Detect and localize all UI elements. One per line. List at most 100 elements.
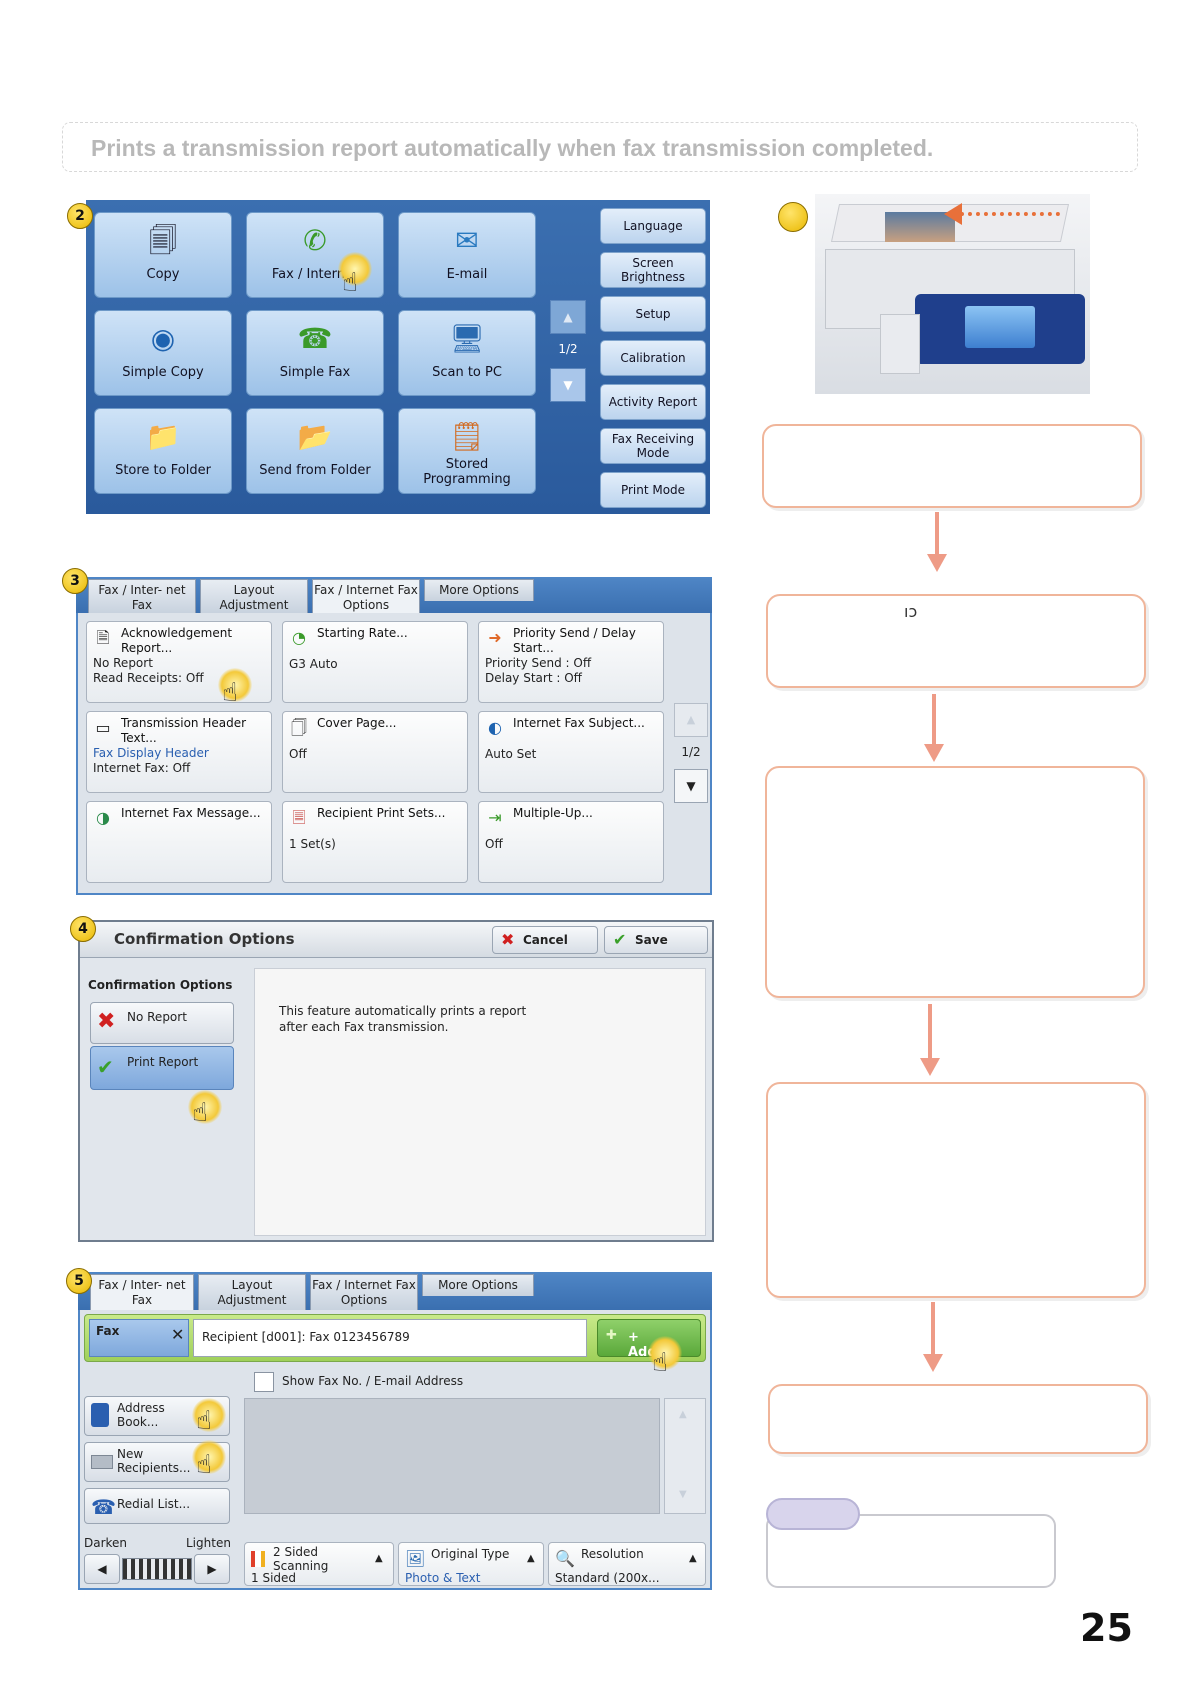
feature-value: Fax Display Header xyxy=(93,746,209,760)
multiple-up-button[interactable]: ⇥ Multiple-Up... Off xyxy=(478,801,664,883)
resolution-title: Resolution xyxy=(581,1547,644,1561)
options-page-up-button[interactable]: ▲ xyxy=(674,703,708,737)
redial-list-label: Redial List... xyxy=(117,1497,191,1511)
confirmation-dialog: Confirmation Options ✖ Cancel ✔ Save Con… xyxy=(78,920,714,1242)
tap-burst-icon xyxy=(648,1336,682,1370)
fax-mode-button[interactable]: Fax xyxy=(89,1319,189,1357)
calibration-button[interactable]: Calibration xyxy=(600,340,706,376)
internet-fax-message-button[interactable]: ◑ Internet Fax Message... xyxy=(86,801,272,883)
simple-copy-icon: ◉ xyxy=(150,322,176,355)
tab-fax-internet-fax[interactable]: Fax / Inter- net Fax xyxy=(90,1274,194,1310)
tab-fax-internet-fax-options[interactable]: Fax / Internet Fax Options xyxy=(310,1274,418,1310)
send-folder-icon: 📂 xyxy=(297,420,333,453)
options-tab-bar: Fax / Inter- net Fax Layout Adjustment F… xyxy=(76,577,712,613)
note-tag xyxy=(766,1498,860,1530)
save-check-icon: ✔ xyxy=(613,930,627,949)
fax-panel: Fax ✕ Recipient [d001]: Fax 0123456789 ✚… xyxy=(78,1310,712,1590)
acknowledgement-report-button[interactable]: 🗎 Acknowledgement Report... No Report Re… xyxy=(86,621,272,703)
tab-more-options[interactable]: More Options xyxy=(422,1274,534,1296)
feature-value: Priority Send : Off xyxy=(485,656,592,670)
fax-internet-label: Fax / Internet xyxy=(271,267,359,282)
flow-arrow-2-line xyxy=(932,694,936,744)
simple-copy-button[interactable]: ◉ Simple Copy xyxy=(94,310,232,396)
cancel-button[interactable]: ✖ Cancel xyxy=(492,926,598,954)
original-type-button[interactable]: 🖼 Original Type Photo & Text ▲ xyxy=(398,1542,544,1586)
tab-fax-internet-fax[interactable]: Fax / Inter- net Fax xyxy=(88,579,196,613)
tab-more-options[interactable]: More Options xyxy=(424,579,534,601)
options-page-down-button[interactable]: ▼ xyxy=(674,769,708,803)
flow-box-4 xyxy=(766,1082,1146,1298)
redial-list-button[interactable]: ☎ Redial List... xyxy=(84,1488,230,1524)
print-mode-button[interactable]: Print Mode xyxy=(600,472,706,508)
feature-value: Internet Fax: Off xyxy=(93,761,191,775)
priority-send-icon: ➜ xyxy=(488,628,502,647)
recipient-print-sets-button[interactable]: 🗏 Recipient Print Sets... 1 Set(s) xyxy=(282,801,468,883)
language-button[interactable]: Language xyxy=(600,208,706,244)
cover-page-icon: 🗍 xyxy=(291,718,307,737)
feature-title: Starting Rate... xyxy=(317,626,408,640)
caret-up-icon: ▲ xyxy=(527,1553,535,1564)
darken-button[interactable]: ◀ xyxy=(84,1554,120,1584)
simple-copy-label: Simple Copy xyxy=(122,365,204,380)
darken-label: Darken xyxy=(84,1536,128,1550)
tab-layout-adjustment[interactable]: Layout Adjustment xyxy=(200,579,308,613)
report-icon: 🗎 xyxy=(96,628,110,647)
no-report-option[interactable]: ✖ No Report xyxy=(90,1002,234,1044)
recipient-input[interactable]: Recipient [d001]: Fax 0123456789 xyxy=(193,1319,587,1357)
email-button[interactable]: ✉ E-mail xyxy=(398,212,536,298)
save-button[interactable]: ✔ Save xyxy=(604,926,708,954)
tab-layout-adjustment[interactable]: Layout Adjustment xyxy=(198,1274,306,1310)
send-from-folder-button[interactable]: 📂 Send from Folder xyxy=(246,408,384,494)
print-report-option[interactable]: ✔ Print Report xyxy=(90,1046,234,1090)
flow-arrow-3-head xyxy=(920,1058,940,1076)
lighten-button[interactable]: ▶ xyxy=(194,1554,230,1584)
send-from-folder-label: Send from Folder xyxy=(259,463,371,478)
feature-value: 1 Set(s) xyxy=(289,837,336,851)
priority-send-button[interactable]: ➜ Priority Send / Delay Start... Priorit… xyxy=(478,621,664,703)
address-book-icon xyxy=(91,1403,109,1427)
cover-page-button[interactable]: 🗍 Cover Page... Off xyxy=(282,711,468,793)
screen-brightness-button[interactable]: Screen Brightness xyxy=(600,252,706,288)
stored-programming-button[interactable]: 🗒Stored Programming xyxy=(398,408,536,494)
feature-title: Transmission Header Text... xyxy=(121,716,247,745)
store-to-folder-button[interactable]: 📁Store to Folder xyxy=(94,408,232,494)
flow-arrow-3-line xyxy=(928,1004,932,1058)
resolution-button[interactable]: 🔍 Resolution Standard (200x... ▲ xyxy=(548,1542,706,1586)
page-down-button[interactable]: ▼ xyxy=(550,368,586,402)
step-badge-4: 4 xyxy=(70,916,96,942)
starting-rate-button[interactable]: ◔ Starting Rate... G3 Auto xyxy=(282,621,468,703)
insert-arrow-line xyxy=(960,212,1060,216)
home-pager: 1/2 xyxy=(558,342,578,356)
email-icon: ✉ xyxy=(455,224,479,257)
document-image xyxy=(885,212,955,242)
options-panel: 🗎 Acknowledgement Report... No Report Re… xyxy=(76,613,712,895)
setup-button[interactable]: Setup xyxy=(600,296,706,332)
scroll-up-icon: ▲ xyxy=(679,1409,687,1420)
density-slider[interactable] xyxy=(122,1558,192,1580)
tab-fax-internet-fax-options[interactable]: Fax / Internet Fax Options xyxy=(312,579,420,613)
feature-value: Delay Start : Off xyxy=(485,671,582,685)
tap-burst-icon xyxy=(338,252,372,286)
recipient-list-scrollbar[interactable]: ▲ ▼ xyxy=(664,1398,706,1514)
simple-fax-button[interactable]: ☎Simple Fax xyxy=(246,310,384,396)
page-up-button[interactable]: ▲ xyxy=(550,300,586,334)
new-recipients-button[interactable]: New Recipients... xyxy=(84,1442,230,1482)
keypad xyxy=(880,314,920,374)
hand-pointer-icon: ☝ xyxy=(222,678,238,708)
internet-fax-subject-button[interactable]: ◐ Internet Fax Subject... Auto Set xyxy=(478,711,664,793)
recipient-list[interactable] xyxy=(244,1398,660,1514)
copy-label: Copy xyxy=(146,267,180,282)
email-label: E-mail xyxy=(446,267,488,282)
touch-screen xyxy=(965,306,1035,348)
multiple-up-icon: ⇥ xyxy=(488,808,502,827)
copy-button[interactable]: 🗐Copy xyxy=(94,212,232,298)
activity-report-button[interactable]: Activity Report xyxy=(600,384,706,420)
show-address-checkbox[interactable] xyxy=(254,1372,274,1392)
scan-to-pc-button[interactable]: 🖥Scan to PC xyxy=(398,310,536,396)
clear-x-icon[interactable]: ✕ xyxy=(171,1325,185,1344)
flow-box-2-text: ıɔ xyxy=(904,602,918,621)
flow-box-1 xyxy=(762,424,1142,508)
transmission-header-button[interactable]: ▭ Transmission Header Text... Fax Displa… xyxy=(86,711,272,793)
two-sided-scanning-button[interactable]: 2 Sided Scanning 1 Sided ▲ xyxy=(244,1542,394,1586)
fax-receiving-mode-button[interactable]: Fax Receiving Mode xyxy=(600,428,706,464)
